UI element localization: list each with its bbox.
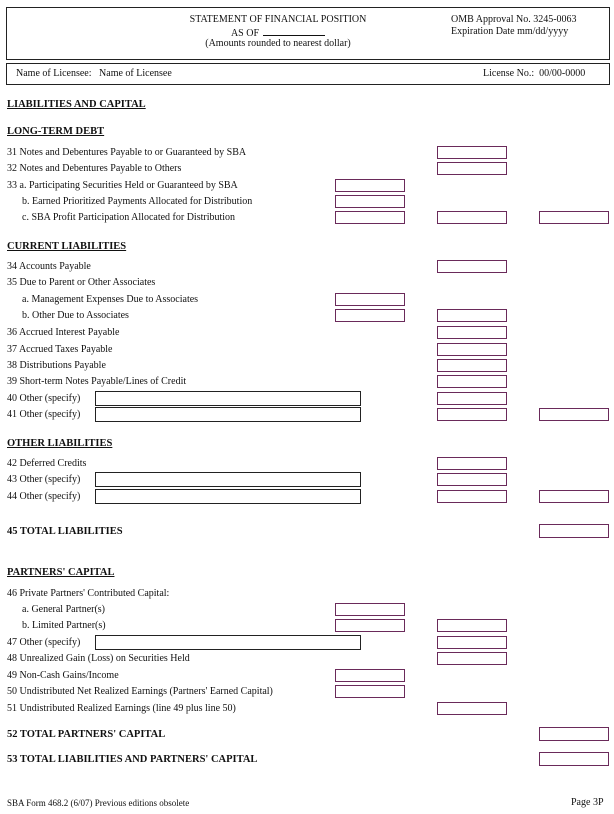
line-31-field[interactable]	[437, 146, 507, 159]
expiration-date: Expiration Date mm/dd/yyyy	[451, 26, 569, 37]
line-31-label: 31 Notes and Debentures Payable to or Gu…	[7, 147, 247, 158]
licensee-name-label: Name of Licensee:	[16, 68, 92, 79]
line-39-label: 39 Short-term Notes Payable/Lines of Cre…	[7, 376, 187, 387]
line-34-label: 34 Accounts Payable	[7, 261, 91, 272]
line-51-field[interactable]	[437, 702, 507, 715]
line-46a-field[interactable]	[335, 603, 405, 616]
line-33c-field-1[interactable]	[335, 211, 405, 224]
line-53-label: 53 TOTAL LIABILITIES AND PARTNERS' CAPIT…	[7, 754, 258, 765]
line-47-field[interactable]	[437, 636, 507, 649]
as-of-label: AS OF	[230, 28, 260, 39]
section-liabilities-capital: LIABILITIES AND CAPITAL	[7, 99, 146, 110]
line-32-field[interactable]	[437, 162, 507, 175]
line-47-specify-input[interactable]	[95, 635, 361, 650]
license-no-label: License No.:	[483, 68, 535, 79]
line-50-field[interactable]	[335, 685, 405, 698]
line-39-field[interactable]	[437, 375, 507, 388]
header-box	[6, 7, 610, 60]
line-36-label: 36 Accrued Interest Payable	[7, 327, 120, 338]
section-long-term-debt: LONG-TERM DEBT	[7, 126, 105, 137]
line-32-label: 32 Notes and Debentures Payable to Other…	[7, 163, 182, 174]
line-33c-field-2[interactable]	[437, 211, 507, 224]
form-title: STATEMENT OF FINANCIAL POSITION	[189, 14, 367, 25]
line-40-specify-input[interactable]	[95, 391, 361, 406]
line-40-label: 40 Other (specify)	[7, 393, 81, 404]
line-33a-field[interactable]	[335, 179, 405, 192]
licensee-name-row: Name of Licensee: Name of Licensee	[16, 68, 172, 80]
line-33b-label: b. Earned Prioritized Payments Allocated…	[22, 196, 253, 207]
line-34-field[interactable]	[437, 260, 507, 273]
line-45-total-field[interactable]	[539, 524, 609, 538]
omb-approval: OMB Approval No. 3245-0063	[451, 14, 577, 25]
line-43-label: 43 Other (specify)	[7, 474, 81, 485]
line-35a-label: a. Management Expenses Due to Associates	[22, 294, 199, 305]
line-51-label: 51 Undistributed Realized Earnings (line…	[7, 703, 236, 714]
as-of-row: AS OF	[150, 26, 406, 40]
line-33b-field[interactable]	[335, 195, 405, 208]
line-37-label: 37 Accrued Taxes Payable	[7, 344, 113, 355]
line-41-specify-input[interactable]	[95, 407, 361, 422]
line-45-label: 45 TOTAL LIABILITIES	[7, 526, 123, 537]
line-35-label: 35 Due to Parent or Other Associates	[7, 277, 156, 288]
line-43-field[interactable]	[437, 473, 507, 486]
line-42-label: 42 Deferred Credits	[7, 458, 87, 469]
page-number: Page 3P	[571, 797, 604, 808]
line-38-label: 38 Distributions Payable	[7, 360, 106, 371]
line-48-label: 48 Unrealized Gain (Loss) on Securities …	[7, 653, 190, 664]
section-partners-capital: PARTNERS' CAPITAL	[7, 567, 115, 578]
line-46b-label: b. Limited Partner(s)	[22, 620, 106, 631]
line-49-label: 49 Non-Cash Gains/Income	[7, 670, 119, 681]
line-44-field-1[interactable]	[437, 490, 507, 503]
section-current-liabilities: CURRENT LIABILITIES	[7, 241, 127, 252]
line-33c-label: c. SBA Profit Participation Allocated fo…	[22, 212, 236, 223]
line-46b-field-2[interactable]	[437, 619, 507, 632]
license-no-row: License No.: 00/00-0000	[483, 68, 585, 80]
license-no-value[interactable]: 00/00-0000	[539, 68, 586, 79]
line-52-label: 52 TOTAL PARTNERS' CAPITAL	[7, 729, 166, 740]
line-35b-field-2[interactable]	[437, 309, 507, 322]
line-35a-field[interactable]	[335, 293, 405, 306]
rounding-note: (Amounts rounded to nearest dollar)	[205, 38, 351, 49]
line-49-field[interactable]	[335, 669, 405, 682]
line-42-field[interactable]	[437, 457, 507, 470]
line-46b-field-1[interactable]	[335, 619, 405, 632]
line-41-field-1[interactable]	[437, 408, 507, 421]
line-44-field-2[interactable]	[539, 490, 609, 503]
licensee-box	[6, 63, 610, 85]
line-38-field[interactable]	[437, 359, 507, 372]
line-48-field[interactable]	[437, 652, 507, 665]
licensee-name-value[interactable]: Name of Licensee	[99, 68, 172, 79]
line-40-field[interactable]	[437, 392, 507, 405]
line-52-total-field[interactable]	[539, 727, 609, 741]
line-44-specify-input[interactable]	[95, 489, 361, 504]
line-36-field[interactable]	[437, 326, 507, 339]
line-35b-field-1[interactable]	[335, 309, 405, 322]
line-37-field[interactable]	[437, 343, 507, 356]
section-other-liabilities: OTHER LIABILITIES	[7, 438, 113, 449]
line-53-total-field[interactable]	[539, 752, 609, 766]
line-46-label: 46 Private Partners' Contributed Capital…	[7, 588, 170, 599]
line-35b-label: b. Other Due to Associates	[22, 310, 129, 321]
line-50-label: 50 Undistributed Net Realized Earnings (…	[7, 686, 273, 697]
line-44-label: 44 Other (specify)	[7, 491, 81, 502]
as-of-date-field[interactable]	[263, 26, 326, 36]
form-footer: SBA Form 468.2 (6/07) Previous editions …	[7, 798, 190, 808]
line-33c-field-3[interactable]	[539, 211, 609, 224]
line-47-label: 47 Other (specify)	[7, 637, 81, 648]
line-46a-label: a. General Partner(s)	[22, 604, 106, 615]
line-43-specify-input[interactable]	[95, 472, 361, 487]
line-41-field-2[interactable]	[539, 408, 609, 421]
line-33a-label: 33 a. Participating Securities Held or G…	[7, 180, 238, 191]
line-41-label: 41 Other (specify)	[7, 409, 81, 420]
